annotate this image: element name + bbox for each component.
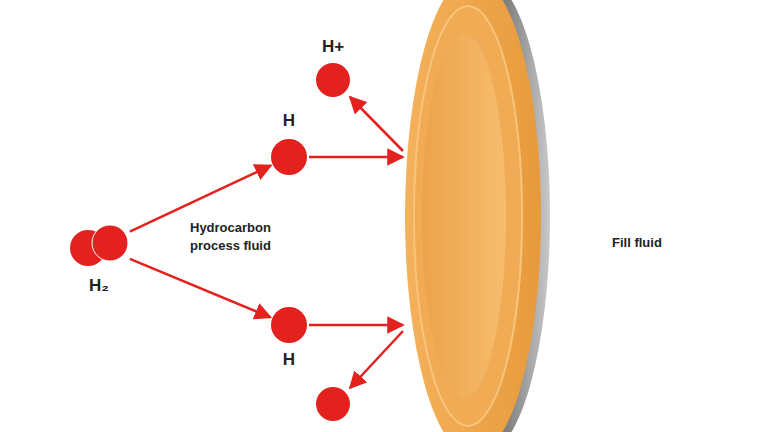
atom-shape xyxy=(70,225,128,267)
atom-node: H xyxy=(271,139,307,175)
membrane-inner xyxy=(422,34,506,398)
atom-node: H+ xyxy=(316,63,350,97)
atom-circle xyxy=(92,225,128,261)
atom-shape xyxy=(316,63,350,97)
split-arrow xyxy=(130,259,271,317)
atom-label: H xyxy=(283,112,295,131)
atom-label: H₂ xyxy=(89,277,109,296)
atom-node: H₂ xyxy=(70,225,128,267)
atom-circle xyxy=(316,63,350,97)
atom-label: H+ xyxy=(322,38,344,57)
ion-atom xyxy=(316,387,350,421)
membrane-disc xyxy=(405,0,541,432)
atom-shape xyxy=(271,139,307,175)
atom-label: H xyxy=(283,351,295,370)
atom-node: H xyxy=(271,307,307,343)
atom-shape xyxy=(271,307,307,343)
atom-circle xyxy=(271,139,307,175)
flux-arrows xyxy=(309,97,403,388)
atom-circle xyxy=(271,307,307,343)
membrane-ring xyxy=(414,6,522,426)
region-label: Hydrocarbon process fluid xyxy=(190,219,305,254)
region-label: Fill fluid xyxy=(612,234,732,252)
